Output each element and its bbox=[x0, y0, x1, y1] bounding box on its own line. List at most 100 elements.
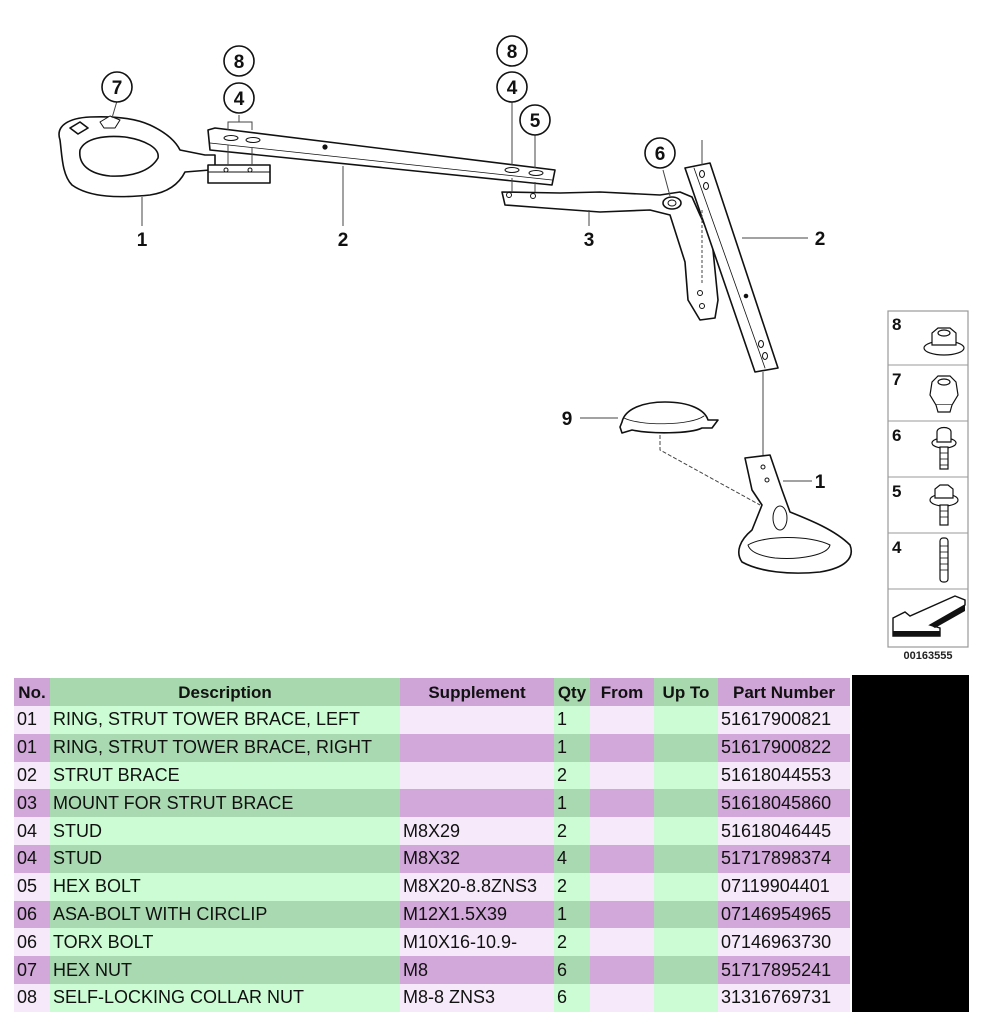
cell-description: HEX BOLT bbox=[50, 872, 400, 901]
cell-supplement bbox=[400, 789, 554, 818]
cell-qty: 1 bbox=[554, 733, 590, 762]
cell-part-number: 51617900822 bbox=[718, 733, 850, 762]
exploded-view-drawing: 7 8 4 8 4 5 6 1 2 3 2 9 1 8 bbox=[58, 35, 969, 662]
cell-no: 01 bbox=[14, 733, 50, 762]
legend-item-8: 8 bbox=[892, 315, 965, 356]
cell-from bbox=[590, 928, 654, 957]
cell-from bbox=[590, 817, 654, 845]
drawing-code: 00163555 bbox=[904, 650, 953, 662]
cell-qty: 2 bbox=[554, 817, 590, 845]
cell-no: 06 bbox=[14, 900, 50, 929]
cell-part-number: 07146963730 bbox=[718, 928, 850, 957]
legend-item-4: 4 bbox=[892, 537, 949, 583]
table-header-row: No. Description Supplement Qty From Up T… bbox=[14, 678, 850, 706]
cell-supplement bbox=[400, 733, 554, 762]
cell-no: 08 bbox=[14, 983, 50, 1012]
cell-up-to bbox=[654, 928, 718, 957]
label-2-right: 2 bbox=[815, 229, 826, 250]
cell-from bbox=[590, 706, 654, 734]
cell-description: RING, STRUT TOWER BRACE, RIGHT bbox=[50, 733, 400, 762]
cell-qty: 2 bbox=[554, 872, 590, 901]
callout-8-right: 8 bbox=[496, 35, 528, 67]
cell-part-number: 31316769731 bbox=[718, 983, 850, 1012]
ring-left-part bbox=[58, 115, 271, 198]
ring-right-part bbox=[738, 454, 852, 574]
redaction-box bbox=[852, 675, 969, 1012]
cell-up-to bbox=[654, 761, 718, 790]
stud-icon bbox=[939, 537, 949, 583]
svg-text:4: 4 bbox=[234, 89, 245, 110]
label-1-right: 1 bbox=[815, 472, 826, 493]
cell-up-to bbox=[654, 956, 718, 984]
cell-qty: 6 bbox=[554, 983, 590, 1012]
strut-brace-horizontal bbox=[207, 127, 556, 186]
cell-up-to bbox=[654, 844, 718, 873]
cell-no: 04 bbox=[14, 844, 50, 873]
cell-from bbox=[590, 956, 654, 984]
cell-qty: 1 bbox=[554, 900, 590, 929]
cell-supplement: M8 bbox=[400, 956, 554, 984]
label-9: 9 bbox=[562, 409, 573, 430]
cell-description: MOUNT FOR STRUT BRACE bbox=[50, 789, 400, 818]
cell-up-to bbox=[654, 900, 718, 929]
cell-up-to bbox=[654, 872, 718, 901]
callout-4-left: 4 bbox=[223, 82, 255, 114]
svg-text:5: 5 bbox=[530, 111, 541, 132]
cell-supplement: M8X20-8.8ZNS3 bbox=[400, 872, 554, 901]
cell-description: STUD bbox=[50, 817, 400, 845]
cell-no: 01 bbox=[14, 706, 50, 734]
cell-from bbox=[590, 789, 654, 818]
cell-up-to bbox=[654, 983, 718, 1012]
header-up-to: Up To bbox=[654, 678, 718, 706]
hex-bolt-icon bbox=[929, 484, 959, 526]
parts-table: No. Description Supplement Qty From Up T… bbox=[14, 678, 850, 1012]
cell-supplement: M8-8 ZNS3 bbox=[400, 983, 554, 1012]
cell-description: HEX NUT bbox=[50, 956, 400, 984]
legend-item-6: 6 bbox=[892, 426, 957, 470]
legend-item-5: 5 bbox=[892, 482, 959, 526]
cell-part-number: 51618046445 bbox=[718, 817, 850, 845]
cell-qty: 6 bbox=[554, 956, 590, 984]
cell-part-number: 51618045860 bbox=[718, 789, 850, 818]
callout-8-left: 8 bbox=[223, 45, 255, 77]
cell-no: 03 bbox=[14, 789, 50, 818]
cell-description: RING, STRUT TOWER BRACE, LEFT bbox=[50, 706, 400, 734]
front-direction-arrow-icon bbox=[892, 595, 966, 637]
mount-for-strut-brace-part bbox=[501, 191, 719, 321]
cell-supplement bbox=[400, 761, 554, 790]
header-description: Description bbox=[50, 678, 400, 706]
hex-nut-icon bbox=[929, 375, 959, 413]
cell-no: 06 bbox=[14, 928, 50, 957]
svg-text:6: 6 bbox=[655, 144, 666, 165]
cell-part-number: 07146954965 bbox=[718, 900, 850, 929]
svg-text:7: 7 bbox=[892, 370, 901, 389]
label-1-left: 1 bbox=[137, 230, 148, 251]
svg-text:8: 8 bbox=[892, 315, 901, 334]
cell-from bbox=[590, 900, 654, 929]
cell-supplement bbox=[400, 706, 554, 734]
parts-diagram: 7 8 4 8 4 5 6 1 2 3 2 9 1 8 bbox=[58, 35, 969, 662]
cell-up-to bbox=[654, 789, 718, 818]
cell-from bbox=[590, 844, 654, 873]
cell-qty: 4 bbox=[554, 844, 590, 873]
cell-no: 07 bbox=[14, 956, 50, 984]
svg-text:7: 7 bbox=[112, 78, 123, 99]
callout-5: 5 bbox=[519, 104, 551, 136]
callout-7: 7 bbox=[101, 71, 133, 103]
cell-part-number: 51717898374 bbox=[718, 844, 850, 873]
cell-from bbox=[590, 733, 654, 762]
cell-from bbox=[590, 983, 654, 1012]
header-part-number: Part Number bbox=[718, 678, 850, 706]
